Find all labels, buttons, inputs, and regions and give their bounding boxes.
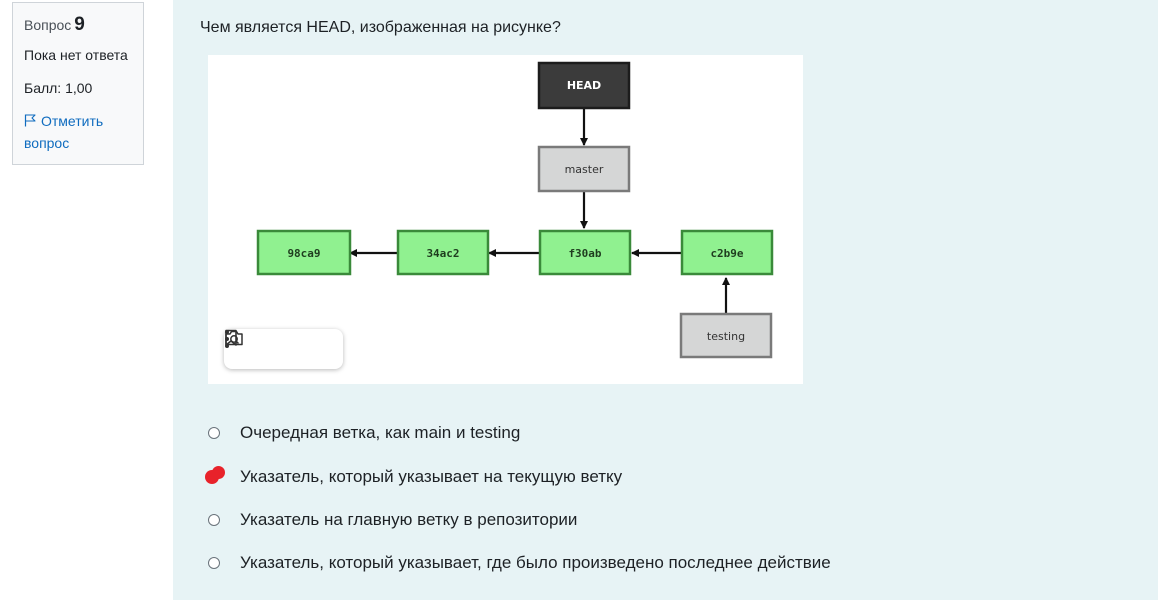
commit-node: c2b9e (680, 229, 774, 276)
commit-node: 34ac2 (396, 229, 490, 276)
answer-option-4[interactable]: Указатель, который указывает, где было п… (207, 548, 831, 578)
commit-label: f30ab (568, 247, 601, 260)
more-vertical-icon (225, 330, 229, 348)
answer-radio[interactable] (208, 427, 220, 439)
commit-label: c2b9e (710, 247, 743, 260)
camera-search-icon (225, 330, 243, 346)
node-testing: testing (679, 312, 773, 359)
flag-question-link[interactable]: Отметить вопрос (24, 110, 134, 154)
commit-label: 98ca9 (287, 247, 320, 260)
answer-text: Указатель, который указывает, где было п… (240, 553, 831, 572)
red-mark-icon (212, 466, 225, 479)
commit-node: f30ab (538, 229, 632, 276)
answer-radio-marked[interactable] (205, 466, 225, 484)
flag-question-label: Отметить вопрос (24, 113, 104, 151)
node-testing-label: testing (707, 330, 745, 343)
question-label: Вопрос (24, 17, 72, 33)
answer-option-2[interactable]: Указатель, который указывает на текущую … (205, 462, 623, 492)
commit-node: 98ca9 (256, 229, 352, 276)
node-master: master (537, 145, 631, 193)
node-head: HEAD (537, 61, 631, 110)
question-number: 9 (74, 14, 85, 35)
more-options-button[interactable] (225, 330, 336, 364)
answer-text: Указатель, который указывает на текущую … (240, 467, 623, 486)
image-action-toolbar (224, 329, 343, 369)
commit-label: 34ac2 (426, 247, 459, 260)
answer-radio[interactable] (208, 557, 220, 569)
answer-text: Указатель на главную ветку в репозитории (240, 510, 578, 529)
node-master-label: master (565, 163, 604, 176)
question-grade: Балл: 1,00 (24, 80, 93, 96)
question-figure: HEAD master 98ca9 34ac2 f30ab (208, 55, 803, 384)
git-head-diagram: HEAD master 98ca9 34ac2 f30ab (256, 61, 774, 359)
visual-search-button[interactable] (225, 330, 299, 364)
answer-option-3[interactable]: Указатель на главную ветку в репозитории (207, 505, 577, 535)
node-head-label: HEAD (567, 79, 601, 92)
question-content: Чем является HEAD, изображенная на рисун… (173, 0, 1158, 600)
answer-radio[interactable] (208, 514, 220, 526)
answer-text: Очередная ветка, как main и testing (240, 423, 521, 442)
answer-option-1[interactable]: Очередная ветка, как main и testing (207, 418, 520, 448)
question-text: Чем является HEAD, изображенная на рисун… (200, 19, 561, 36)
flag-icon (24, 114, 36, 127)
question-state: Пока нет ответа (24, 47, 128, 63)
